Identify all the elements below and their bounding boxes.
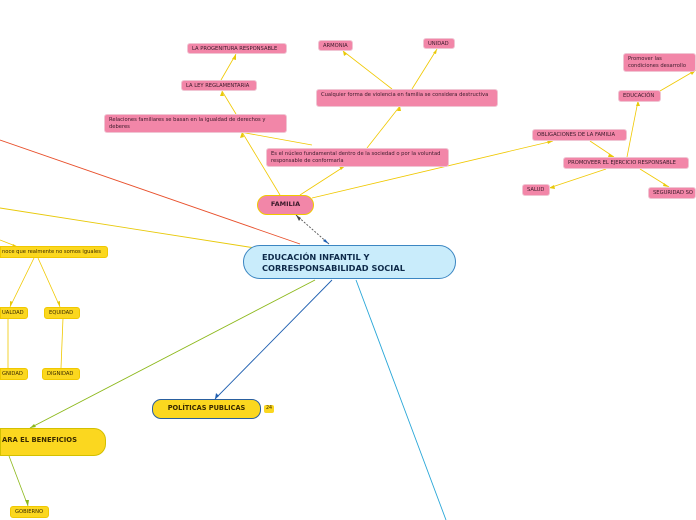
promover-condiciones-node[interactable]: Promover las condiciones desarrollo — [623, 53, 696, 72]
obligaciones-node[interactable]: OBLIGACIONES DE LA FAMILIA — [532, 129, 627, 141]
educacion-node[interactable]: EDUCACIÓN — [618, 90, 661, 102]
promover-ejercicio-node[interactable]: PROMOVEER EL EJERCICIO RESPONSABLE — [563, 157, 689, 169]
relaciones-node[interactable]: Relaciones familiares se basan en la igu… — [104, 114, 287, 133]
connector-dashed — [295, 214, 330, 245]
familia-node[interactable]: FAMILIA — [257, 195, 314, 215]
connector-cyan — [355, 279, 447, 520]
gobierno-node[interactable]: GOBIERNO — [10, 506, 49, 518]
connector-blue — [214, 279, 333, 400]
violencia-node[interactable]: Cualquier forma de violencia en familia … — [316, 89, 498, 107]
dignidad-left-node[interactable]: GNIDAD — [0, 368, 28, 380]
connector-yellow-left — [0, 207, 256, 249]
politicas-count-badge: 24 — [264, 405, 275, 413]
reconoce-node[interactable]: noce que realmente no somos iguales — [0, 246, 108, 258]
connector-red — [0, 139, 301, 245]
politicas-node[interactable]: POLÍTICAS PUBLICAS — [152, 399, 261, 419]
connector-green — [29, 279, 316, 429]
beneficio-node[interactable]: ARA EL BENEFICIOS — [0, 428, 106, 456]
seguridad-node[interactable]: SEGURIDAD SO — [648, 187, 696, 199]
igualdad-node[interactable]: UALDAD — [0, 307, 28, 319]
salud-node[interactable]: SALUD — [522, 184, 550, 196]
dignidad-right-node[interactable]: DIGNIDAD — [42, 368, 80, 380]
armonia-node[interactable]: ARMONIA — [318, 40, 353, 51]
progenitura-node[interactable]: LA PROGENITURA RESPONSABLE — [187, 43, 287, 54]
equidad-node[interactable]: EQUIDAD — [44, 307, 80, 319]
unidad-node[interactable]: UNIDAD — [423, 38, 455, 49]
central-topic[interactable]: EDUCACIÓN INFANTIL Y CORRESPONSABILIDAD … — [243, 245, 456, 279]
nucleo-node[interactable]: Es el núcleo fundamental dentro de la so… — [266, 148, 449, 167]
ley-node[interactable]: LA LEY REGLAMENTARIA — [181, 80, 257, 91]
